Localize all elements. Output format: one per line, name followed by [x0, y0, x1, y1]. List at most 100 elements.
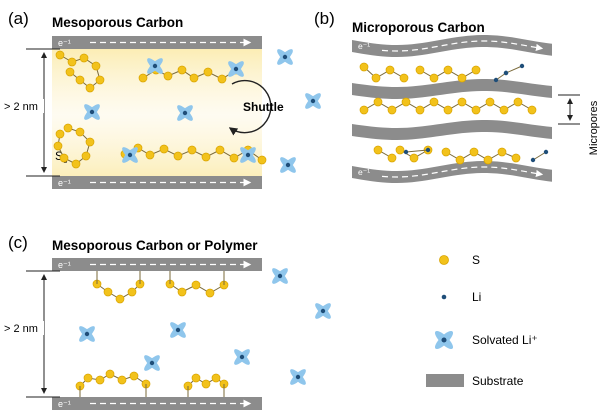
sulfur-atom — [67, 57, 77, 67]
polysulfide-chain — [359, 97, 537, 115]
sulfur-atom — [187, 145, 197, 155]
legend-label-substrate: Substrate — [472, 374, 524, 388]
sulfur-atom — [103, 287, 113, 297]
solvated-li-icon — [177, 105, 193, 121]
sulfur-atom — [79, 53, 89, 63]
substrate-layer — [352, 120, 552, 140]
polysulfide-chain — [359, 62, 409, 83]
lithium-atom — [152, 63, 158, 69]
polysulfide-chain — [373, 145, 397, 163]
lithium-atom — [441, 337, 447, 343]
lithium-atom — [282, 54, 288, 60]
lithium-atom — [89, 109, 95, 115]
lithium-atom — [503, 70, 509, 76]
sulfur-atom — [457, 97, 467, 107]
bond-line — [363, 66, 405, 79]
lithium-atom — [493, 77, 499, 83]
sulfur-atom — [59, 153, 69, 163]
lithium-atom — [149, 360, 155, 366]
micropore-marker: Micropores — [558, 94, 600, 155]
panel-a-tag: (a) — [8, 9, 29, 28]
polysulfide-chain — [493, 70, 509, 83]
solvated-li-icon — [234, 349, 250, 365]
sulfur-atom — [91, 61, 101, 71]
sulfur-atom — [471, 65, 481, 75]
solvated-li-icon — [144, 355, 160, 371]
substrate-top: e⁻¹ — [52, 36, 262, 49]
panel-a-title: Mesoporous Carbon — [52, 15, 183, 30]
sulfur-atom — [511, 153, 521, 163]
sulfur-atom — [387, 105, 397, 115]
sulfur-atom — [71, 159, 81, 169]
solvated-li-icon — [147, 58, 163, 74]
sulfur-atom — [257, 155, 267, 165]
solvated-li-icon — [170, 322, 186, 338]
substrate-layer — [352, 79, 552, 99]
sulfur-atom — [105, 369, 115, 379]
sulfur-atom — [211, 373, 221, 383]
sulfur-atom — [471, 105, 481, 115]
solvated-li-icon — [277, 49, 293, 65]
lithium-atom — [403, 149, 409, 155]
legend-label-solvated: Solvated Li⁺ — [472, 333, 538, 347]
sulfur-atom — [127, 287, 137, 297]
panel-a-molecules — [53, 49, 321, 173]
sulfur-atom — [229, 153, 239, 163]
bond-line — [532, 151, 547, 161]
sulfur-atom — [203, 67, 213, 77]
electron-label: e⁻¹ — [58, 178, 71, 188]
sulfur-atom — [55, 129, 65, 139]
size-marker: > 2 nm — [4, 270, 60, 398]
panel-b: (b) Microporous Carbon Micropores — [314, 9, 600, 155]
sulfur-atom — [443, 65, 453, 75]
sulfur-atom — [429, 97, 439, 107]
panel-b-layers: e⁻¹e⁻¹ — [352, 35, 552, 183]
electron-label: e⁻¹ — [58, 260, 71, 270]
lithium-atom — [519, 63, 525, 69]
polysulfide-chain — [120, 143, 267, 165]
solvated-li-icon — [79, 326, 95, 342]
sulfur-atom — [177, 287, 187, 297]
size-label: > 2 nm — [4, 101, 38, 113]
substrate-bottom: e⁻¹ — [52, 397, 262, 410]
lithium-atom — [233, 66, 239, 72]
polysulfide-chain — [183, 373, 229, 391]
solvated-li-icon — [315, 303, 331, 319]
panel-c-title: Mesoporous Carbon or Polymer — [52, 238, 258, 253]
sulfur-atom — [385, 65, 395, 75]
lithium-atom — [530, 157, 536, 163]
sulfur-atom — [485, 97, 495, 107]
solvated-li-icon — [290, 369, 306, 385]
lithium-atom — [127, 152, 133, 158]
sulfur-atom — [159, 144, 169, 154]
size-label: > 2 nm — [4, 323, 38, 335]
legend-label-s: S — [472, 253, 480, 267]
sulfur-atom — [65, 67, 75, 77]
sulfur-atom — [409, 153, 419, 163]
shuttle-label: Shuttle — [243, 100, 284, 114]
sulfur-atom — [455, 155, 465, 165]
lithium-atom — [84, 331, 90, 337]
sulfur-atom — [81, 151, 91, 161]
sulfur-atom — [387, 153, 397, 163]
lithium-atom — [239, 354, 245, 360]
sulfur-atom — [163, 71, 173, 81]
lithium-atom — [277, 273, 283, 279]
sulfur-atom — [201, 152, 211, 162]
sulfur-atom — [401, 97, 411, 107]
sulfur-atom — [469, 147, 479, 157]
polysulfide-chain — [55, 50, 105, 93]
panel-c: (c) Mesoporous Carbon or Polymer e⁻¹ e⁻¹… — [4, 233, 262, 410]
sulfur-atom — [359, 105, 369, 115]
panel-b-molecules — [359, 62, 549, 165]
legend-item-substrate: Substrate — [426, 374, 524, 388]
lithium-atom — [295, 374, 301, 380]
solvated-li-icon — [240, 147, 256, 163]
polysulfide-chain — [530, 149, 549, 163]
electron-label: e⁻¹ — [358, 41, 370, 51]
sulfur-atom — [129, 371, 139, 381]
sulfur-atom — [191, 280, 201, 290]
substrate-bottom: e⁻¹ — [52, 176, 262, 189]
shuttle-indicator: Shuttle — [228, 79, 284, 136]
